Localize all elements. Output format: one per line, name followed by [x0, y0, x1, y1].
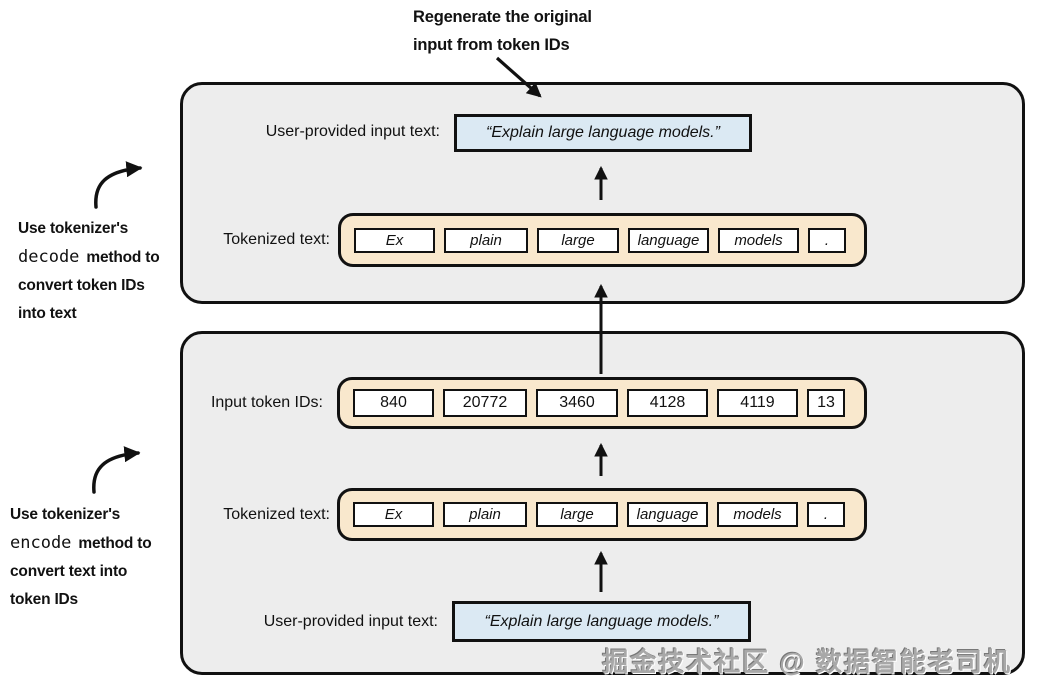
token-box: models — [717, 502, 798, 527]
token-id-box: 13 — [807, 389, 845, 417]
encode-annotation: Use tokenizer's encode method to convert … — [10, 501, 152, 614]
decode-curved-arrow — [94, 161, 143, 209]
decode-annotation: Use tokenizer's decode method to convert … — [18, 215, 160, 328]
top-input-label: User-provided input text: — [265, 123, 440, 140]
decode-annotation-line2: decode method to — [18, 243, 160, 272]
input-token-ids-label: Input token IDs: — [210, 394, 323, 411]
token-box: language — [628, 227, 709, 253]
token-id-box: 20772 — [443, 389, 527, 417]
token-box: . — [807, 502, 845, 527]
token-id-box: 3460 — [536, 389, 618, 417]
token-id-box: 840 — [353, 389, 434, 417]
encode-annotation-line3: convert text into — [10, 563, 128, 580]
token-ids-container: 840 20772 3460 4128 4119 13 — [337, 377, 867, 429]
top-user-input-box: “Explain large language models.” — [454, 114, 752, 152]
token-box: Ex — [354, 227, 435, 253]
top-token-container: Ex plain large language models . — [338, 213, 867, 267]
decode-annotation-line3: convert token IDs — [18, 277, 145, 294]
token-box: plain — [443, 502, 527, 527]
decode-annotation-line4: into text — [18, 305, 77, 322]
token-box: . — [808, 227, 846, 253]
token-box: language — [627, 502, 708, 527]
bottom-token-container: Ex plain large language models . — [337, 488, 867, 541]
regenerate-annotation-line2: input from token IDs — [413, 36, 570, 54]
bottom-tokenized-label: Tokenized text: — [223, 506, 330, 523]
bottom-user-input-box: “Explain large language models.” — [452, 601, 751, 642]
decode-method-code: decode — [18, 247, 80, 267]
encode-annotation-line2: encode method to — [10, 529, 152, 558]
token-id-box: 4128 — [627, 389, 708, 417]
encode-method-code: encode — [10, 533, 72, 553]
token-box: plain — [444, 227, 528, 253]
bottom-input-label: User-provided input text: — [263, 613, 438, 630]
encode-annotation-line4: token IDs — [10, 591, 78, 608]
decode-annotation-line1: Use tokenizer's — [18, 220, 129, 237]
watermark: 掘金技术社区 @ 数据智能老司机 — [602, 647, 1012, 677]
regenerate-annotation: Regenerate the original input from token… — [413, 3, 592, 59]
encode-annotation-line2-rest: method to — [78, 535, 152, 552]
decode-annotation-line2-rest: method to — [86, 249, 160, 266]
encode-annotation-line1: Use tokenizer's — [10, 506, 121, 523]
token-box: large — [536, 502, 618, 527]
token-box: models — [718, 227, 799, 253]
token-box: large — [537, 227, 619, 253]
token-id-box: 4119 — [717, 389, 798, 417]
top-tokenized-label: Tokenized text: — [223, 231, 330, 248]
token-box: Ex — [353, 502, 434, 527]
regenerate-annotation-line1: Regenerate the original — [413, 8, 592, 26]
encode-curved-arrow — [92, 446, 141, 494]
